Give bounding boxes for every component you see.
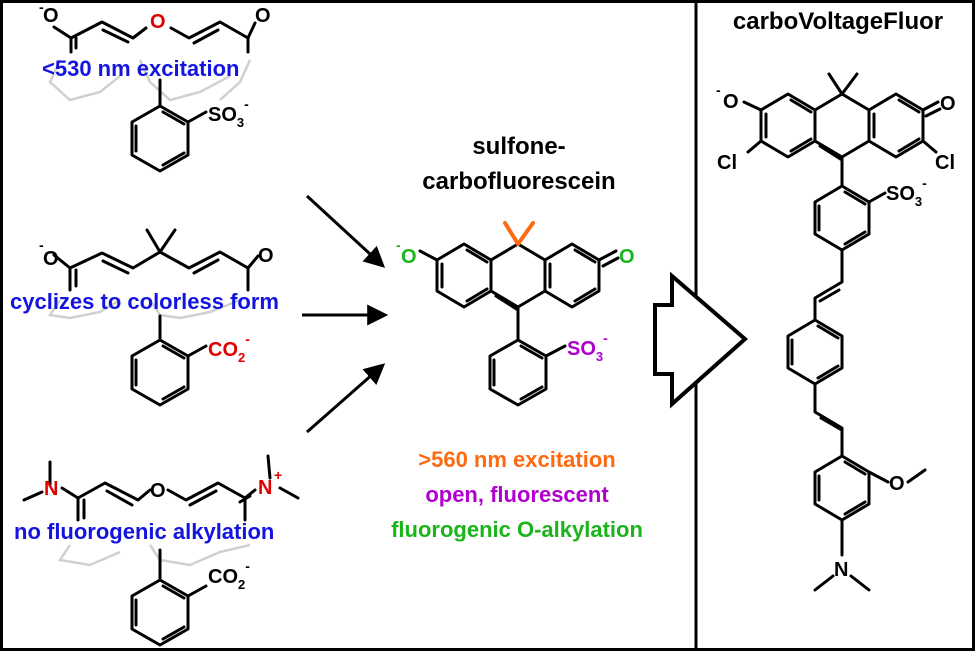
center-property-1: >560 nm excitation [418, 447, 615, 472]
dye3-carboxylate-sub: 2 [238, 577, 245, 592]
dye1-sulfonate-sup: - [244, 96, 249, 112]
right-methoxy-o: O [889, 473, 905, 495]
dye2-carboxylate-sup: - [245, 331, 250, 347]
right-cl-left: Cl [717, 152, 737, 174]
dye2-carboxylate-base: CO [208, 339, 238, 361]
right-structure [742, 72, 942, 592]
right-sulfonate: SO3- [886, 175, 927, 209]
right-amine-n: N [834, 559, 848, 581]
center-structure [418, 221, 620, 407]
right-sulfonate-sup: - [922, 175, 927, 191]
right-o-carbonyl: O [940, 93, 956, 115]
center-charge-minus: - [396, 237, 401, 253]
dye1-o-carbonyl: O [255, 5, 271, 27]
dye3-charge-plus: + [274, 467, 282, 483]
dye3-carboxylate: CO2- [208, 558, 250, 592]
dye1-sulfonate-sub: 3 [237, 115, 244, 130]
dye1-caption: <530 nm excitation [42, 56, 239, 81]
dye2-caption: cyclizes to colorless form [10, 289, 279, 314]
dye3-o-bridge: O [150, 480, 166, 502]
right-cl-right: Cl [935, 152, 955, 174]
dye3-carboxylate-base: CO [208, 566, 238, 588]
dye2-charge-minus: - [39, 237, 44, 253]
dye2-structure [47, 228, 260, 407]
center-o-carbonyl: O [619, 246, 635, 268]
right-sulfonate-sub: 3 [915, 194, 922, 209]
center-sulfonate-base: SO [567, 338, 596, 360]
dye1-sulfonate-base: SO [208, 104, 237, 126]
center-sulfonate: SO3- [567, 330, 608, 364]
center-title-line1: sulfone- [472, 133, 565, 160]
right-title: carboVoltageFluor [733, 8, 943, 35]
center-title-line2: carbofluorescein [422, 168, 615, 195]
dye3-carboxylate-sup: - [245, 558, 250, 574]
dye3-n-left: N [44, 478, 58, 500]
dye3-structure [22, 454, 300, 647]
dye1-structure [48, 20, 257, 173]
right-o-minus: O [723, 91, 739, 113]
dye2-carboxylate-sub: 2 [238, 350, 245, 365]
dye2-o-minus: O [43, 248, 59, 270]
center-sulfonate-sup: - [603, 330, 608, 346]
dye2-carboxylate: CO2- [208, 331, 250, 365]
dye1-o-minus: O [43, 5, 59, 27]
right-sulfonate-base: SO [886, 183, 915, 205]
arrow-top [305, 194, 386, 268]
dye2-o-carbonyl: O [258, 245, 274, 267]
arrow-bottom [306, 363, 386, 434]
dye1-sulfonate: SO3- [208, 96, 249, 130]
dye1-o-bridge: O [150, 11, 166, 33]
big-open-arrow [653, 271, 749, 409]
dye1-charge-minus: - [39, 0, 44, 15]
dye3-caption: no fluorogenic alkylation [14, 519, 274, 544]
right-charge-minus: - [716, 82, 721, 98]
center-sulfonate-sub: 3 [596, 349, 603, 364]
dye3-n-right: N [258, 477, 272, 499]
center-property-2: open, fluorescent [425, 482, 609, 507]
center-property-3: fluorogenic O-alkylation [391, 517, 643, 542]
center-o-minus: O [401, 246, 417, 268]
